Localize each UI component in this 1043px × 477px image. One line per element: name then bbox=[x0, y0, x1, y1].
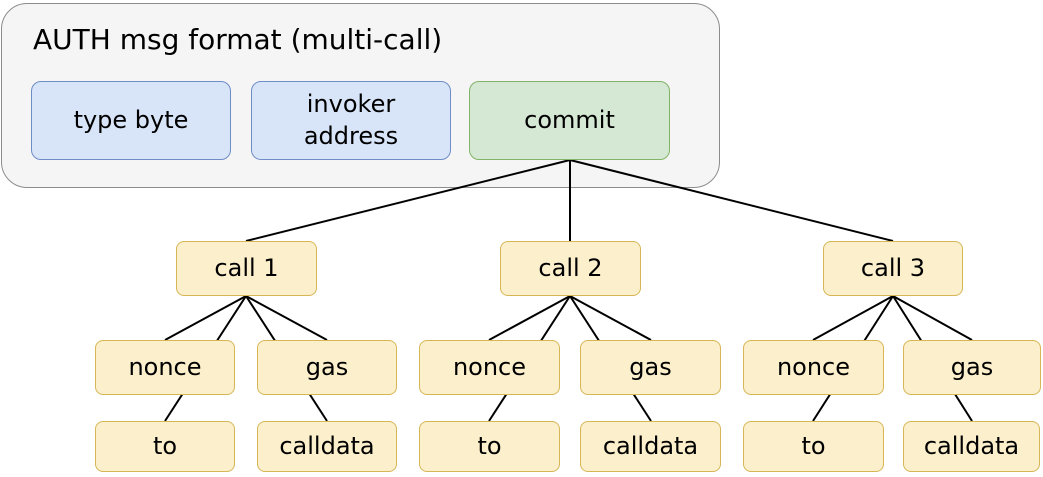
edge-call2-gas bbox=[569, 295, 652, 341]
edge-call3-nonce bbox=[812, 295, 894, 341]
node-call1-gas: gas bbox=[257, 340, 397, 395]
edge-call3-gas bbox=[892, 295, 973, 341]
node-call3-to: to bbox=[743, 421, 884, 472]
node-call2-to: to bbox=[419, 421, 560, 472]
node-call1-nonce: nonce bbox=[95, 340, 235, 395]
node-call2-gas: gas bbox=[580, 340, 721, 395]
node-call2-calldata: calldata bbox=[580, 421, 721, 472]
node-call3-nonce: nonce bbox=[743, 340, 884, 395]
field-type-byte: type byte bbox=[31, 81, 231, 160]
edge-call2-nonce bbox=[488, 295, 571, 341]
edge-call1-gas bbox=[245, 295, 328, 341]
node-call3-calldata: calldata bbox=[903, 421, 1040, 472]
node-call1-to: to bbox=[95, 421, 235, 472]
node-call3-gas: gas bbox=[903, 340, 1041, 395]
node-call-1: call 1 bbox=[176, 241, 317, 296]
field-invoker-address: invoker address bbox=[251, 81, 451, 160]
field-commit: commit bbox=[469, 81, 670, 160]
node-call1-calldata: calldata bbox=[257, 421, 397, 472]
node-call-2: call 2 bbox=[500, 241, 641, 296]
node-call2-nonce: nonce bbox=[419, 340, 560, 395]
edge-call1-nonce bbox=[164, 295, 247, 341]
diagram-title: AUTH msg format (multi-call) bbox=[33, 23, 443, 56]
node-call-3: call 3 bbox=[823, 241, 963, 296]
